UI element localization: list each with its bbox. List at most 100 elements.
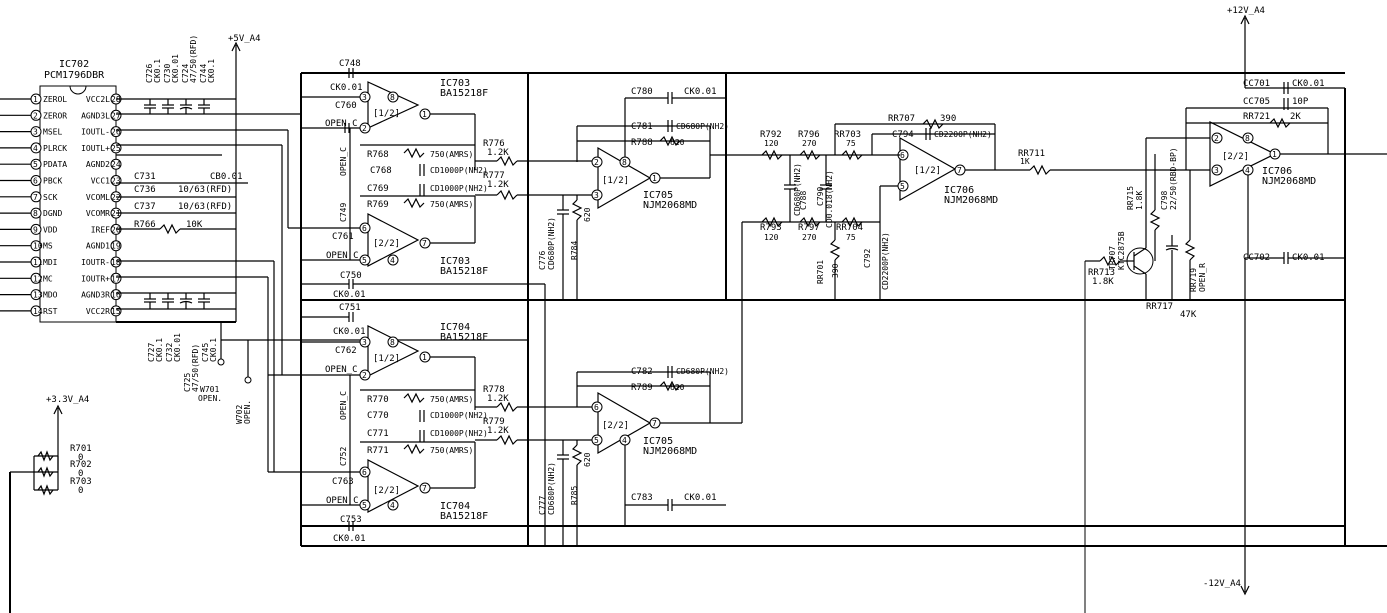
svg-text:C771: C771 xyxy=(367,429,389,439)
svg-text:10/63(RFD): 10/63(RFD) xyxy=(178,185,232,195)
ic702-pin-name: AGND1 xyxy=(86,242,110,251)
svg-text:C744: C744 xyxy=(199,64,208,83)
svg-text:0: 0 xyxy=(78,469,83,479)
svg-text:6: 6 xyxy=(362,224,367,233)
svg-text:CD680P(NH2): CD680P(NH2) xyxy=(547,217,556,270)
ic702-pin-name: MSEL xyxy=(43,128,62,137)
svg-text:CK0.01: CK0.01 xyxy=(684,493,717,503)
svg-text:[2/2]: [2/2] xyxy=(373,486,400,496)
svg-text:IC704: IC704 xyxy=(440,501,470,512)
svg-text:CD1000P(NH2): CD1000P(NH2) xyxy=(430,411,488,420)
svg-text:7: 7 xyxy=(957,166,962,175)
svg-text:IC705: IC705 xyxy=(643,436,673,447)
svg-text:C780: C780 xyxy=(631,87,653,97)
ic702-mid-passives: C731 CB0.01 C736 10/63(RFD) C737 10/63(R… xyxy=(116,154,248,235)
plus5v-label: +5V_A4 xyxy=(228,34,261,44)
svg-text:47/50(RFD): 47/50(RFD) xyxy=(189,35,198,83)
svg-text:RR703: RR703 xyxy=(834,130,861,140)
ic702-pin-number: 26 xyxy=(111,128,121,137)
ic702-pin-number: 15 xyxy=(111,307,121,316)
svg-text:CK0.1: CK0.1 xyxy=(155,338,164,362)
svg-text:CC705: CC705 xyxy=(1243,97,1270,107)
svg-text:R701: R701 xyxy=(70,444,92,454)
ic702-pin-number: 14 xyxy=(33,307,43,316)
svg-text:620: 620 xyxy=(583,207,592,222)
svg-text:CD1000P(NH2): CD1000P(NH2) xyxy=(430,429,488,438)
ic702-pin-number: 6 xyxy=(33,177,38,186)
svg-text:10P: 10P xyxy=(1292,97,1309,107)
svg-text:C777: C777 xyxy=(538,496,547,515)
svg-text:5: 5 xyxy=(594,436,599,445)
svg-text:C761: C761 xyxy=(332,232,354,242)
svg-text:CD680P(NH2): CD680P(NH2) xyxy=(793,163,802,216)
svg-text:1: 1 xyxy=(652,174,657,183)
svg-text:2: 2 xyxy=(1214,134,1219,143)
svg-text:C726: C726 xyxy=(145,64,154,83)
svg-text:75: 75 xyxy=(846,139,856,148)
svg-text:OPEN_C: OPEN_C xyxy=(339,147,348,176)
ic702-pin-number: 8 xyxy=(33,209,38,218)
svg-text:CD0.018(NH2): CD0.018(NH2) xyxy=(825,170,834,228)
ic702-pin-name: ZEROL xyxy=(43,95,67,104)
svg-text:0: 0 xyxy=(78,453,83,463)
svg-text:C788: C788 xyxy=(799,191,808,210)
ic702-pin-number: 5 xyxy=(33,160,38,169)
svg-text:8: 8 xyxy=(622,158,627,167)
svg-text:RR715: RR715 xyxy=(1126,186,1135,210)
svg-text:R769: R769 xyxy=(367,200,389,210)
plus33v-label: +3.3V_A4 xyxy=(46,395,89,405)
svg-text:C724: C724 xyxy=(181,64,190,83)
svg-text:4: 4 xyxy=(390,501,395,510)
svg-text:RR711: RR711 xyxy=(1018,149,1045,159)
svg-text:10/63(RFD): 10/63(RFD) xyxy=(178,202,232,212)
svg-text:8: 8 xyxy=(390,338,395,347)
ic702-pin-name: PBCK xyxy=(43,177,62,186)
svg-text:W702: W702 xyxy=(235,405,244,424)
svg-text:6: 6 xyxy=(594,403,599,412)
svg-text:R784: R784 xyxy=(570,241,579,260)
svg-text:2: 2 xyxy=(594,158,599,167)
dac-to-opamp-wires xyxy=(116,129,360,472)
svg-text:2K: 2K xyxy=(1290,112,1301,122)
svg-text:R777: R777 xyxy=(483,171,505,181)
svg-text:C790: C790 xyxy=(816,187,825,206)
svg-text:0: 0 xyxy=(78,486,83,496)
ic702-pin-name: DGND xyxy=(43,209,62,218)
plus12v-arrow: +12V_A4 xyxy=(1227,6,1265,88)
ic702-pin-number: 25 xyxy=(111,144,121,153)
ic702-pin-number: 13 xyxy=(33,291,43,300)
svg-text:620: 620 xyxy=(583,452,592,467)
ic702-pin-name: VCC2L xyxy=(86,95,110,104)
svg-text:1: 1 xyxy=(1272,150,1277,159)
ic702-pin-number: 22 xyxy=(111,193,121,202)
svg-text:R789: R789 xyxy=(631,383,653,393)
svg-text:1.8K: 1.8K xyxy=(1092,277,1114,287)
svg-text:OPEN_C: OPEN_C xyxy=(325,119,358,129)
svg-text:CB0.01: CB0.01 xyxy=(210,172,243,182)
svg-text:C753: C753 xyxy=(340,515,362,525)
svg-text:3: 3 xyxy=(594,191,599,200)
svg-text:IC703: IC703 xyxy=(440,256,470,267)
svg-text:C750: C750 xyxy=(340,271,362,281)
ic702-pin-name: RST xyxy=(43,307,58,316)
svg-text:R766: R766 xyxy=(134,220,156,230)
ic702-pin-number: 17 xyxy=(111,274,121,283)
svg-text:C745: C745 xyxy=(201,343,210,362)
svg-text:CK0.01: CK0.01 xyxy=(684,87,717,97)
svg-text:BA15218F: BA15218F xyxy=(440,88,488,99)
ic702-pin-name: VCOMR xyxy=(86,209,110,218)
minus12v-arrow: -12V_A4 xyxy=(1203,530,1250,596)
svg-text:C727: C727 xyxy=(147,343,156,362)
svg-text:C725: C725 xyxy=(183,373,192,392)
svg-text:CD2200P(NH2): CD2200P(NH2) xyxy=(881,232,890,290)
